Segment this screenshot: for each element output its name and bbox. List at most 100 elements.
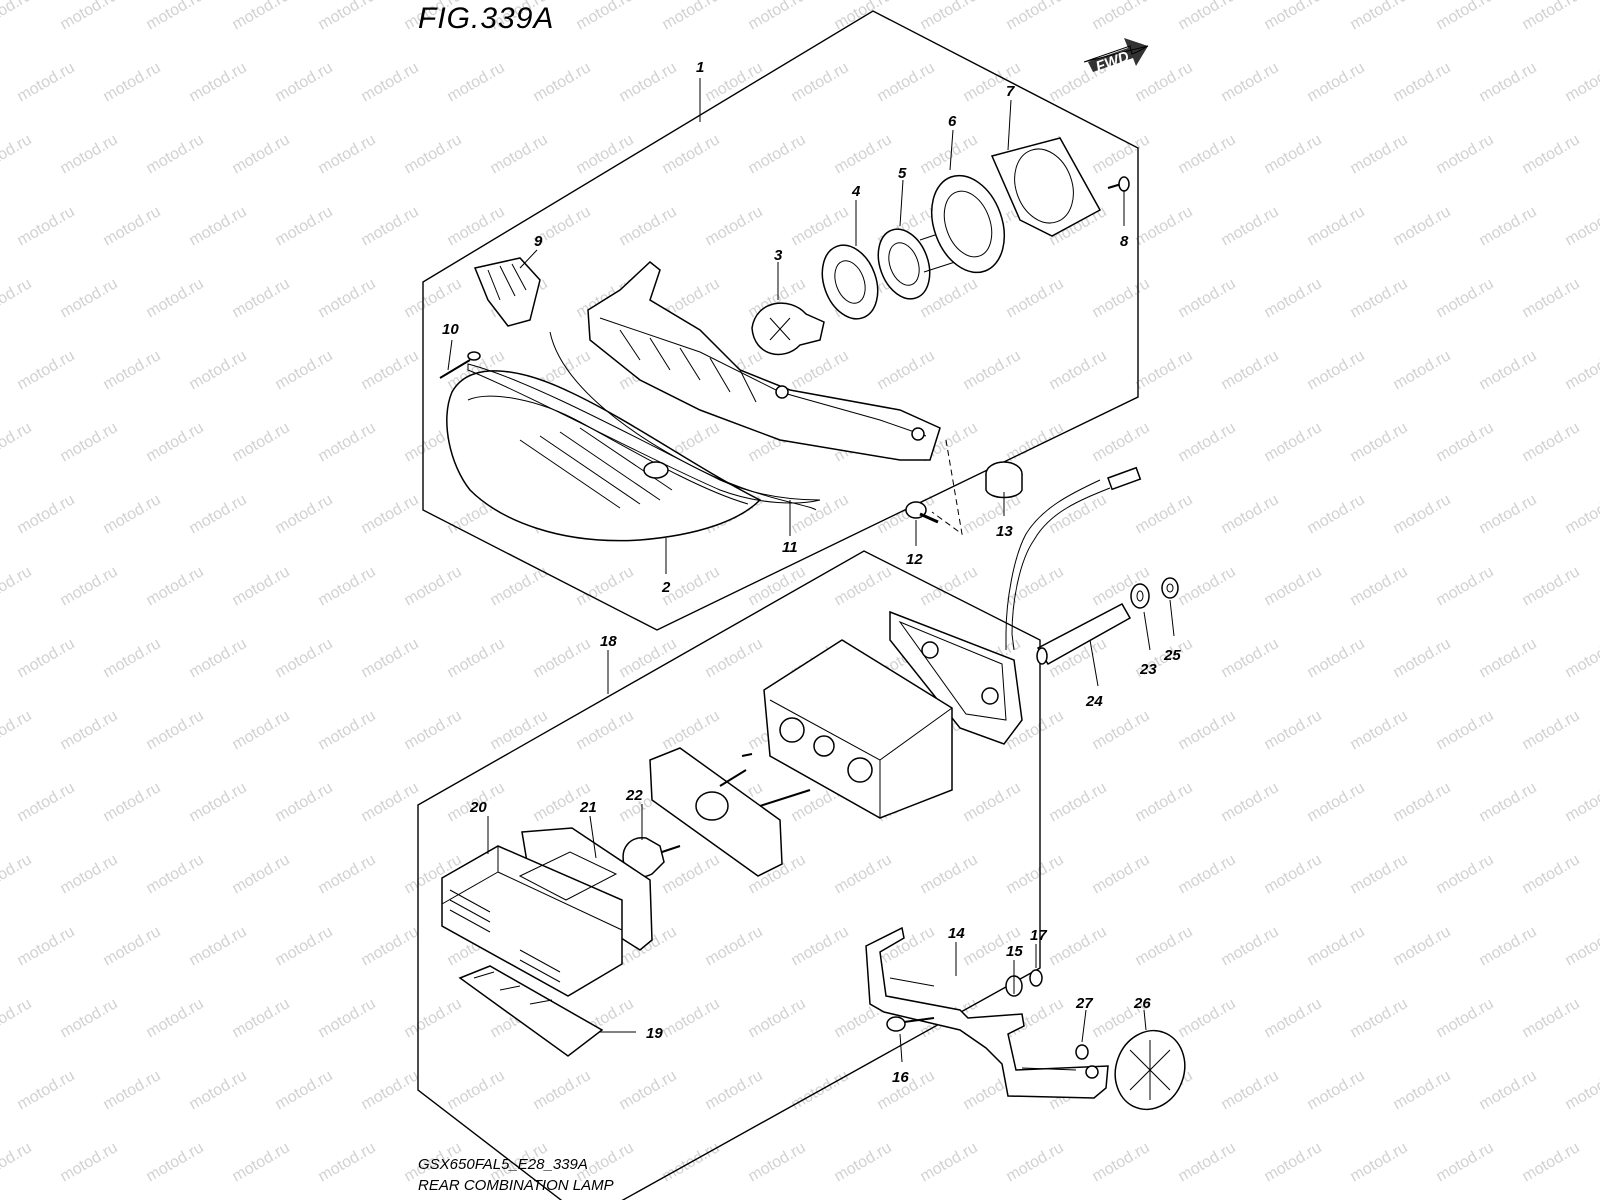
watermark-text: motod.ru xyxy=(1390,923,1453,969)
washer-23 xyxy=(1130,583,1150,609)
watermark-text: motod.ru xyxy=(960,779,1023,825)
watermark-text: motod.ru xyxy=(788,347,851,393)
watermark-text: motod.ru xyxy=(745,1139,808,1185)
watermark-text: motod.ru xyxy=(1519,419,1582,465)
watermark-text: motod.ru xyxy=(100,491,163,537)
watermark-text: motod.ru xyxy=(229,1139,292,1185)
callout-1: 1 xyxy=(696,59,704,76)
watermark-text: motod.ru xyxy=(57,0,120,33)
watermark-text: motod.ru xyxy=(0,131,35,177)
watermark-text: motod.ru xyxy=(100,203,163,249)
watermark-text: motod.ru xyxy=(358,779,421,825)
watermark-text: motod.ru xyxy=(272,779,335,825)
watermark-text: motod.ru xyxy=(1562,779,1600,825)
watermark-text: motod.ru xyxy=(1476,347,1539,393)
watermark-text: motod.ru xyxy=(1261,275,1324,321)
watermark-text: motod.ru xyxy=(659,131,722,177)
watermark-text: motod.ru xyxy=(401,995,464,1041)
watermark-text: motod.ru xyxy=(1476,1067,1539,1113)
figure-title: FIG.339A xyxy=(418,2,555,35)
watermark-text: motod.ru xyxy=(1218,923,1281,969)
license-lamp-socket xyxy=(649,747,811,877)
leader-lines xyxy=(447,78,1175,1063)
watermark-text: motod.ru xyxy=(1304,779,1367,825)
callout-11: 11 xyxy=(782,539,798,556)
wire-harness xyxy=(1011,487,1111,651)
watermark-text: motod.ru xyxy=(1347,131,1410,177)
watermark-text: motod.ru xyxy=(143,0,206,33)
watermark-text: motod.ru xyxy=(573,707,636,753)
watermark-text: motod.ru xyxy=(831,1139,894,1185)
watermark-text: motod.ru xyxy=(57,707,120,753)
watermark-text: motod.ru xyxy=(1390,59,1453,105)
watermark-text: motod.ru xyxy=(0,563,35,609)
alignment-guide xyxy=(931,439,963,536)
watermark-text: motod.ru xyxy=(1175,563,1238,609)
watermark-text: motod.ru xyxy=(444,635,507,681)
watermark-text: motod.ru xyxy=(487,707,550,753)
watermark-text: motod.ru xyxy=(315,995,378,1041)
watermark-text: motod.ru xyxy=(788,491,851,537)
watermark-text: motod.ru xyxy=(1218,1067,1281,1113)
callout-4: 4 xyxy=(851,183,861,200)
watermark-text: motod.ru xyxy=(1562,203,1600,249)
watermark-text: motod.ru xyxy=(1519,563,1582,609)
watermark-text: motod.ru xyxy=(358,635,421,681)
watermark-text: motod.ru xyxy=(1218,635,1281,681)
watermark-text: motod.ru xyxy=(100,1067,163,1113)
watermark-text: motod.ru xyxy=(1390,203,1453,249)
watermark-text: motod.ru xyxy=(745,0,808,33)
watermark-text: motod.ru xyxy=(530,1067,593,1113)
screw-16 xyxy=(886,1016,935,1032)
watermark-text: motod.ru xyxy=(1347,0,1410,33)
upper-assembly-frame xyxy=(422,10,1139,631)
watermark-text: motod.ru xyxy=(1003,851,1066,897)
watermark-text: motod.ru xyxy=(186,347,249,393)
wire-harness-b xyxy=(1005,479,1101,650)
watermark-text: motod.ru xyxy=(1089,707,1152,753)
watermark-text: motod.ru xyxy=(1433,1139,1496,1185)
callout-23: 23 xyxy=(1139,661,1157,678)
watermark-text: motod.ru xyxy=(1089,275,1152,321)
callout-5: 5 xyxy=(898,165,907,182)
watermark-text: motod.ru xyxy=(831,131,894,177)
lens-gasket-inner xyxy=(549,331,817,511)
watermark-text: motod.ru xyxy=(14,491,77,537)
nut-25 xyxy=(1161,577,1179,599)
watermark-text: motod.ru xyxy=(1476,635,1539,681)
callout-18: 18 xyxy=(600,633,617,650)
watermark-text: motod.ru xyxy=(1347,851,1410,897)
watermark-text: motod.ru xyxy=(1347,995,1410,1041)
callout-13: 13 xyxy=(996,523,1013,540)
watermark-text: motod.ru xyxy=(57,995,120,1041)
watermark-text: motod.ru xyxy=(57,131,120,177)
watermark-text: motod.ru xyxy=(1304,1067,1367,1113)
watermark-text: motod.ru xyxy=(745,563,808,609)
watermark-text: motod.ru xyxy=(1261,707,1324,753)
watermark-text: motod.ru xyxy=(1261,0,1324,33)
watermark-text: motod.ru xyxy=(1261,563,1324,609)
license-lamp-housing xyxy=(763,639,953,819)
watermark-text: motod.ru xyxy=(659,0,722,33)
watermark-text: motod.ru xyxy=(1390,779,1453,825)
watermark-text: motod.ru xyxy=(874,347,937,393)
watermark-text: motod.ru xyxy=(1433,275,1496,321)
watermark-text: motod.ru xyxy=(1175,0,1238,33)
watermark-text: motod.ru xyxy=(1046,779,1109,825)
watermark-text: motod.ru xyxy=(186,59,249,105)
watermark-text: motod.ru xyxy=(745,995,808,1041)
nut-17 xyxy=(1029,969,1043,987)
assembly-name: REAR COMBINATION LAMP xyxy=(418,1177,614,1194)
watermark-text: motod.ru xyxy=(1089,131,1152,177)
watermark-text: motod.ru xyxy=(1519,1139,1582,1185)
watermark-text: motod.ru xyxy=(1175,131,1238,177)
watermark-text: motod.ru xyxy=(14,779,77,825)
watermark-text: motod.ru xyxy=(143,275,206,321)
bulb-3 xyxy=(751,302,825,356)
watermark-text: motod.ru xyxy=(100,923,163,969)
watermark-text: motod.ru xyxy=(1562,347,1600,393)
watermark-text: motod.ru xyxy=(659,707,722,753)
watermark-text: motod.ru xyxy=(616,59,679,105)
watermark-text: motod.ru xyxy=(57,851,120,897)
